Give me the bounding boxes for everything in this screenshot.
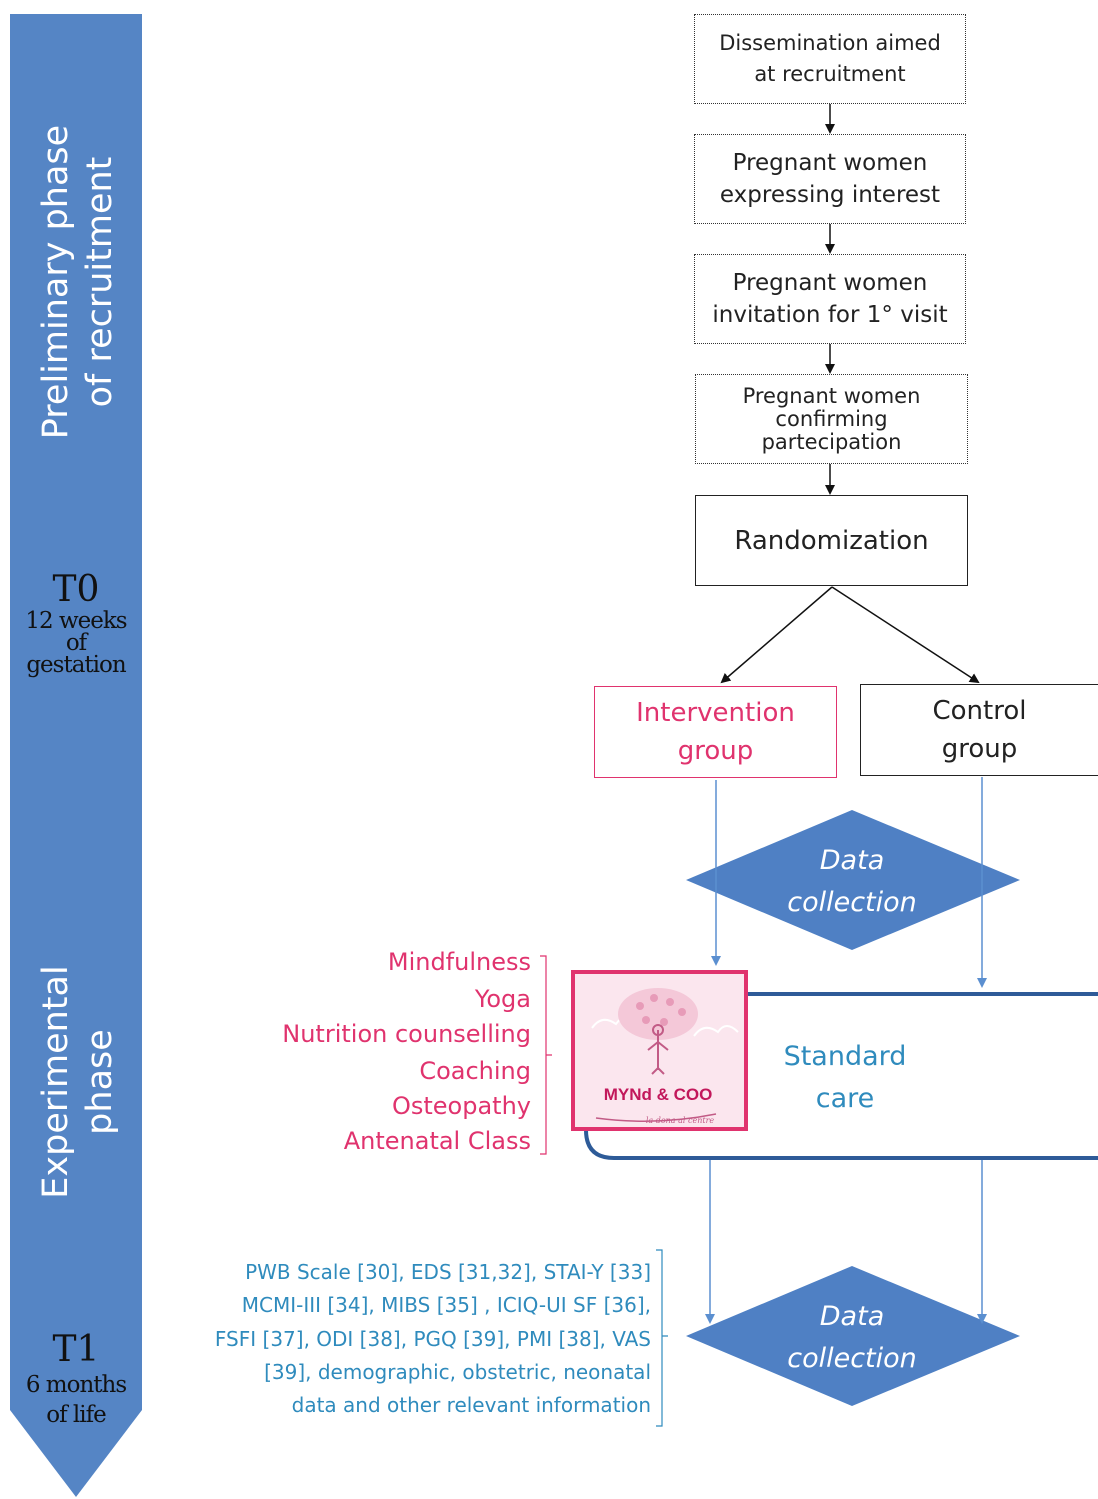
intervention-group-box: Intervention group xyxy=(594,686,837,778)
t1-label: T1 6 months of life xyxy=(10,1330,142,1430)
control-group-box: Control group xyxy=(860,684,1098,776)
randomization-box: Randomization xyxy=(695,495,968,586)
data-collection-label-t0: Data collection xyxy=(787,845,917,918)
activity-coaching: Coaching xyxy=(419,1057,531,1085)
activity-mindfulness: Mindfulness xyxy=(387,948,531,976)
confirming-participation-box: Pregnant women confirming partecipation xyxy=(695,374,968,464)
measures-line-5: data and other relevant information xyxy=(291,1393,651,1417)
measures-line-1: PWB Scale [30], EDS [31,32], STAI-Y [33] xyxy=(245,1260,651,1284)
measures-line-4: [39], demographic, obstetric, neonatal xyxy=(264,1360,651,1384)
expressing-interest-box: Pregnant women expressing interest xyxy=(694,134,966,224)
logo-tagline-text: la dona al centre xyxy=(646,1116,715,1125)
data-collection-diamond-t0 xyxy=(686,810,1020,950)
arrow-randomization-control xyxy=(831,586,980,684)
measures-line-2: MCMI-III [34], MIBS [35] , ICIQ-UI SF [3… xyxy=(241,1293,651,1317)
activity-nutrition-counselling: Nutrition counselling xyxy=(282,1020,531,1048)
standard-care-label: Standard care xyxy=(783,1041,907,1114)
activity-osteopathy: Osteopathy xyxy=(391,1092,531,1120)
t1-months: 6 months xyxy=(25,1372,127,1398)
t0-title: T0 xyxy=(52,569,100,610)
t0-label: T0 12 weeks of gestation xyxy=(10,569,142,678)
t1-title: T1 xyxy=(52,1329,100,1370)
timeline-arrow xyxy=(10,14,142,1497)
activity-antenatal-class: Antenatal Class xyxy=(343,1127,531,1155)
phase-experimental-label: Experimental phase xyxy=(36,965,120,1199)
invitation-box: Pregnant women invitation for 1° visit xyxy=(694,254,966,344)
phase-preliminary-label: Preliminary phase of recruitment xyxy=(36,124,120,440)
measures-line-3: FSFI [37], ODI [38], PGQ [39], PMI [38],… xyxy=(214,1327,651,1351)
data-collection-diamond-t1 xyxy=(686,1266,1020,1406)
measures-list: PWB Scale [30], EDS [31,32], STAI-Y [33]… xyxy=(150,1256,651,1426)
t0-gestation: gestation xyxy=(26,652,126,678)
logo-brand-text: MYNd & COO xyxy=(604,1085,713,1104)
activities-list: Mindfulness Yoga Nutrition counselling C… xyxy=(240,948,531,1168)
t0-weeks: 12 weeks xyxy=(25,608,127,634)
measures-bracket xyxy=(656,1249,668,1427)
activities-bracket xyxy=(540,955,552,1155)
t1-of-life: of life xyxy=(46,1402,107,1428)
data-collection-label-t1: Data collection xyxy=(787,1301,917,1374)
activity-yoga: Yoga xyxy=(474,985,531,1013)
dissemination-box: Dissemination aimed at recruitment xyxy=(694,14,966,104)
mynd-coo-logo: MYNd & COO la dona al centre xyxy=(571,970,748,1131)
arrow-randomization-intervention xyxy=(720,586,833,684)
t0-of: of xyxy=(65,630,87,656)
